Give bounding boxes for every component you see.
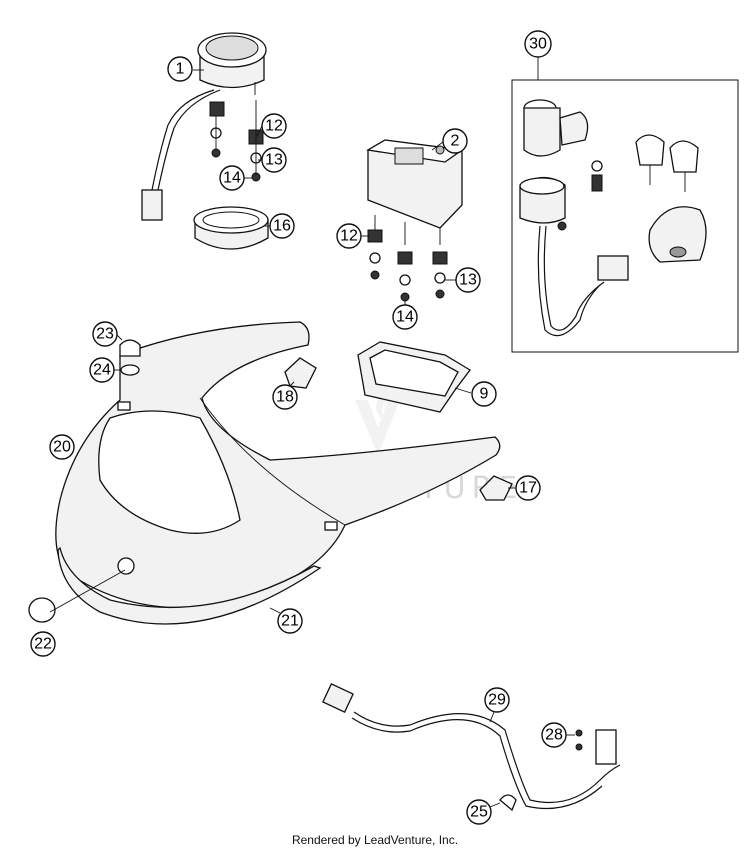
- svg-text:22: 22: [34, 636, 52, 653]
- cap-22: [28, 569, 126, 623]
- svg-text:14: 14: [396, 309, 414, 326]
- callout-29: 29: [484, 687, 510, 723]
- callout-12b: 12: [336, 223, 370, 249]
- callout-14b: 14: [392, 300, 418, 330]
- svg-text:13: 13: [265, 152, 283, 169]
- callout-13a: 13: [258, 147, 287, 173]
- svg-text:18: 18: [276, 389, 294, 406]
- svg-text:24: 24: [93, 362, 111, 379]
- svg-text:12: 12: [340, 228, 358, 245]
- ring-16: [193, 206, 269, 250]
- gauge-mount-hardware: [209, 100, 264, 182]
- watermark-logo: [355, 396, 400, 455]
- callout-25: 25: [466, 799, 501, 825]
- callout-1: 1: [167, 56, 204, 82]
- svg-text:20: 20: [53, 439, 71, 456]
- ignition-cover: [648, 206, 707, 263]
- footer-credit: Rendered by LeadVenture, Inc.: [291, 833, 459, 847]
- callout-2: 2: [431, 128, 468, 154]
- headlight-mask-20: [55, 321, 501, 609]
- callout-12a: 12: [256, 113, 287, 139]
- gauge-1: [141, 32, 267, 221]
- svg-text:14: 14: [223, 170, 241, 187]
- lower-trim-21: [57, 546, 322, 625]
- speedometer-2: [366, 139, 464, 245]
- callout-16: 16: [264, 213, 295, 239]
- callout-9: 9: [454, 381, 497, 407]
- svg-text:2: 2: [451, 133, 460, 150]
- callout-22: 22: [30, 631, 56, 657]
- nut-23: [119, 339, 141, 357]
- callout-21: 21: [269, 607, 303, 634]
- svg-text:29: 29: [488, 692, 506, 709]
- svg-text:17: 17: [519, 480, 537, 497]
- callout-24: 24: [89, 357, 121, 383]
- svg-text:28: 28: [545, 727, 563, 744]
- svg-text:9: 9: [480, 386, 489, 403]
- bracket-18: [284, 357, 317, 389]
- svg-text:16: 16: [273, 218, 291, 235]
- svg-text:13: 13: [459, 272, 477, 289]
- sensor-cable-29: [322, 683, 621, 812]
- svg-text:21: 21: [281, 613, 299, 630]
- group-box-30: [511, 79, 739, 353]
- svg-text:12: 12: [265, 118, 283, 135]
- callout-30: 30: [524, 30, 552, 80]
- bracket-17: [479, 475, 513, 501]
- ignition-switch: [519, 99, 629, 337]
- holder-9: [357, 341, 471, 413]
- ignition-keys: [635, 134, 699, 192]
- washer-24: [120, 364, 140, 376]
- speedometer-hardware: [367, 229, 448, 302]
- callout-13b: 13: [444, 267, 481, 293]
- callout-18: 18: [272, 381, 298, 410]
- svg-text:23: 23: [96, 326, 114, 343]
- svg-text:30: 30: [529, 36, 547, 53]
- svg-text:1: 1: [176, 61, 185, 78]
- callout-14a: 14: [219, 165, 252, 191]
- callout-17: 17: [508, 475, 541, 501]
- callout-23: 23: [92, 321, 123, 347]
- callout-28: 28: [541, 722, 575, 748]
- svg-text:25: 25: [470, 804, 488, 821]
- callout-20: 20: [49, 434, 75, 460]
